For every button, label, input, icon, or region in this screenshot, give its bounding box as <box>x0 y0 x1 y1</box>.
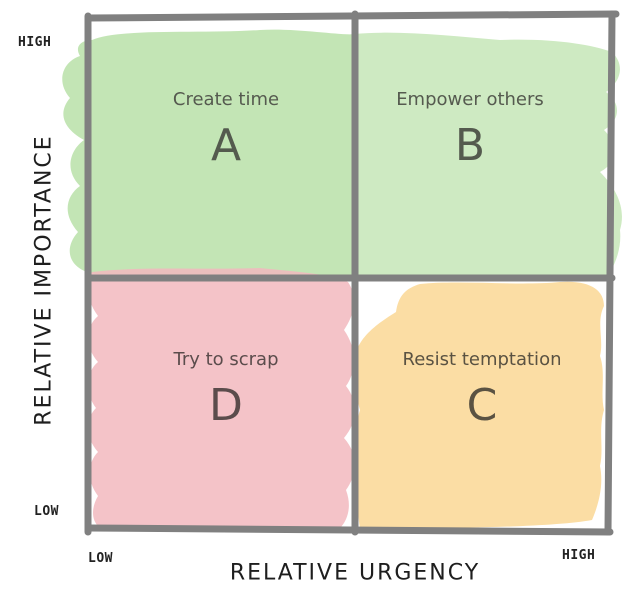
quadrant-b-fill <box>354 32 622 278</box>
quadrant-b-label: Empower others <box>396 89 544 110</box>
quadrant-d-label: Try to scrap <box>173 349 279 370</box>
quadrant-d: Try to scrap D <box>106 349 346 428</box>
quadrant-b-letter: B <box>454 120 486 171</box>
quadrant-a-letter: A <box>210 120 242 171</box>
x-axis-title: RELATIVE URGENCY <box>229 560 481 586</box>
quadrant-d-letter: D <box>209 380 243 431</box>
quadrant-c-letter: C <box>466 380 498 431</box>
y-axis-high-label: HIGH <box>18 35 52 50</box>
x-axis-high-label: HIGH <box>562 548 596 563</box>
grid-bottom-line <box>84 524 614 536</box>
grid-lines <box>84 10 620 536</box>
y-axis-low-label: LOW <box>34 504 59 519</box>
grid-right-line <box>604 10 616 536</box>
quadrant-c: Resist temptation C <box>362 349 602 428</box>
quadrant-c-fill <box>356 281 604 528</box>
quadrant-c-label: Resist temptation <box>402 349 562 370</box>
y-axis-title: RELATIVE IMPORTANCE <box>31 134 57 426</box>
x-axis-low-label: LOW <box>88 551 113 566</box>
quadrant-a-label: Create time <box>172 89 280 110</box>
quadrant-a-fill <box>62 29 357 277</box>
quadrant-d-fill <box>87 268 355 528</box>
quadrant-a: Create time A <box>106 89 346 168</box>
quadrant-b: Empower others B <box>350 89 590 168</box>
